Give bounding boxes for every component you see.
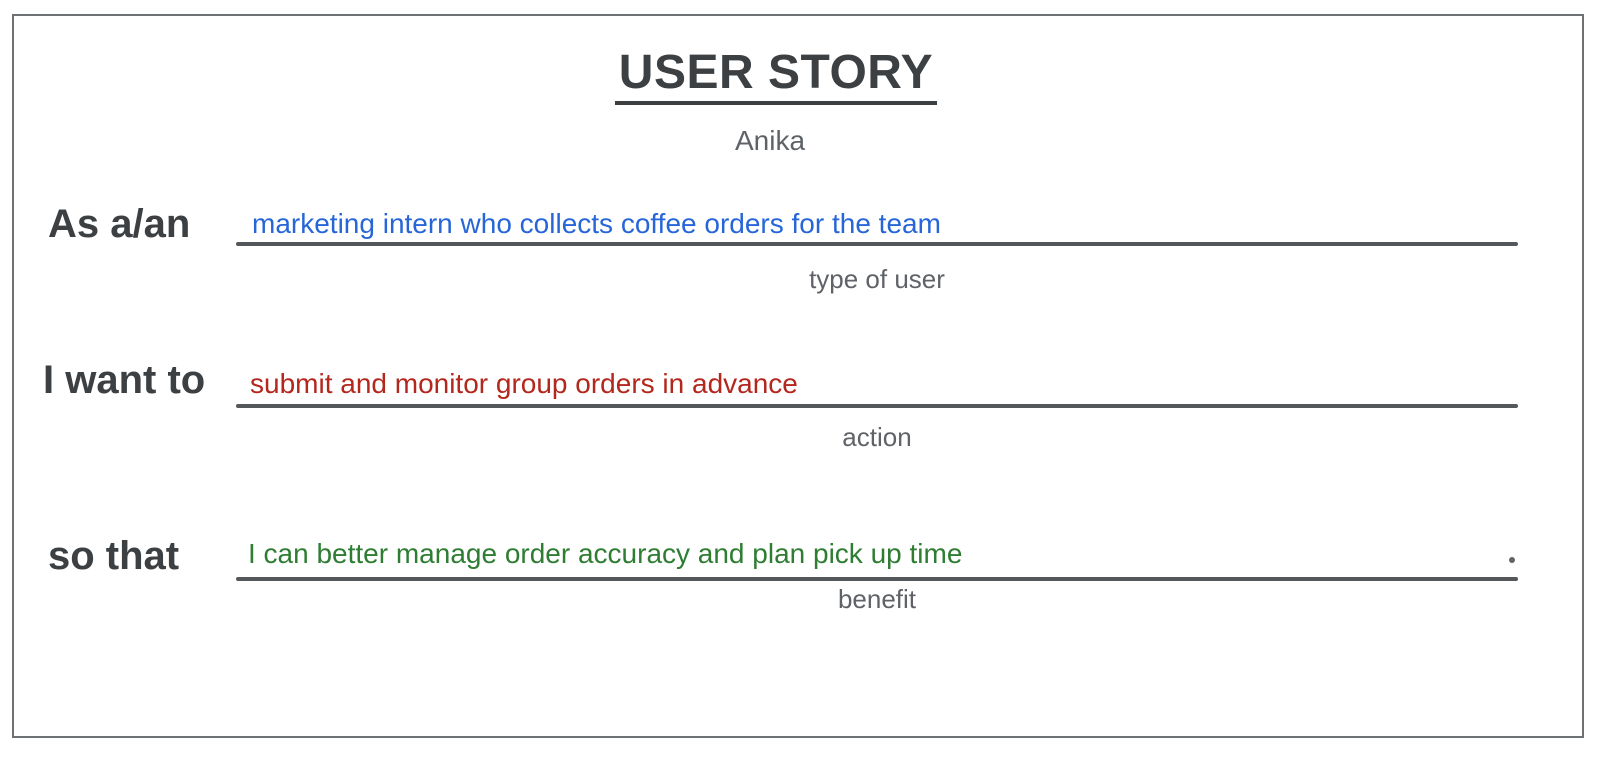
action-caption: action (842, 422, 912, 452)
worksheet-border (12, 14, 1584, 738)
so-that-label: so that (48, 534, 180, 578)
benefit-value[interactable]: I can better manage order accuracy and p… (248, 538, 963, 569)
i-want-to-label: I want to (43, 358, 206, 402)
benefit-blank-line (236, 577, 1518, 581)
type-of-user-value[interactable]: marketing intern who collects coffee ord… (252, 208, 941, 239)
as-a-an-label: As a/an (48, 202, 191, 246)
benefit-caption: benefit (837, 584, 917, 614)
title-container: USER STORY (0, 49, 1552, 105)
type-of-user-caption: type of user (809, 264, 945, 294)
action-value[interactable]: submit and monitor group orders in advan… (250, 368, 798, 399)
action-blank-line (236, 404, 1518, 408)
page-title: USER STORY (614, 49, 938, 105)
author-name: Anika (734, 125, 806, 156)
bullet-dot (1509, 557, 1515, 563)
type-of-user-blank-line (236, 242, 1518, 246)
